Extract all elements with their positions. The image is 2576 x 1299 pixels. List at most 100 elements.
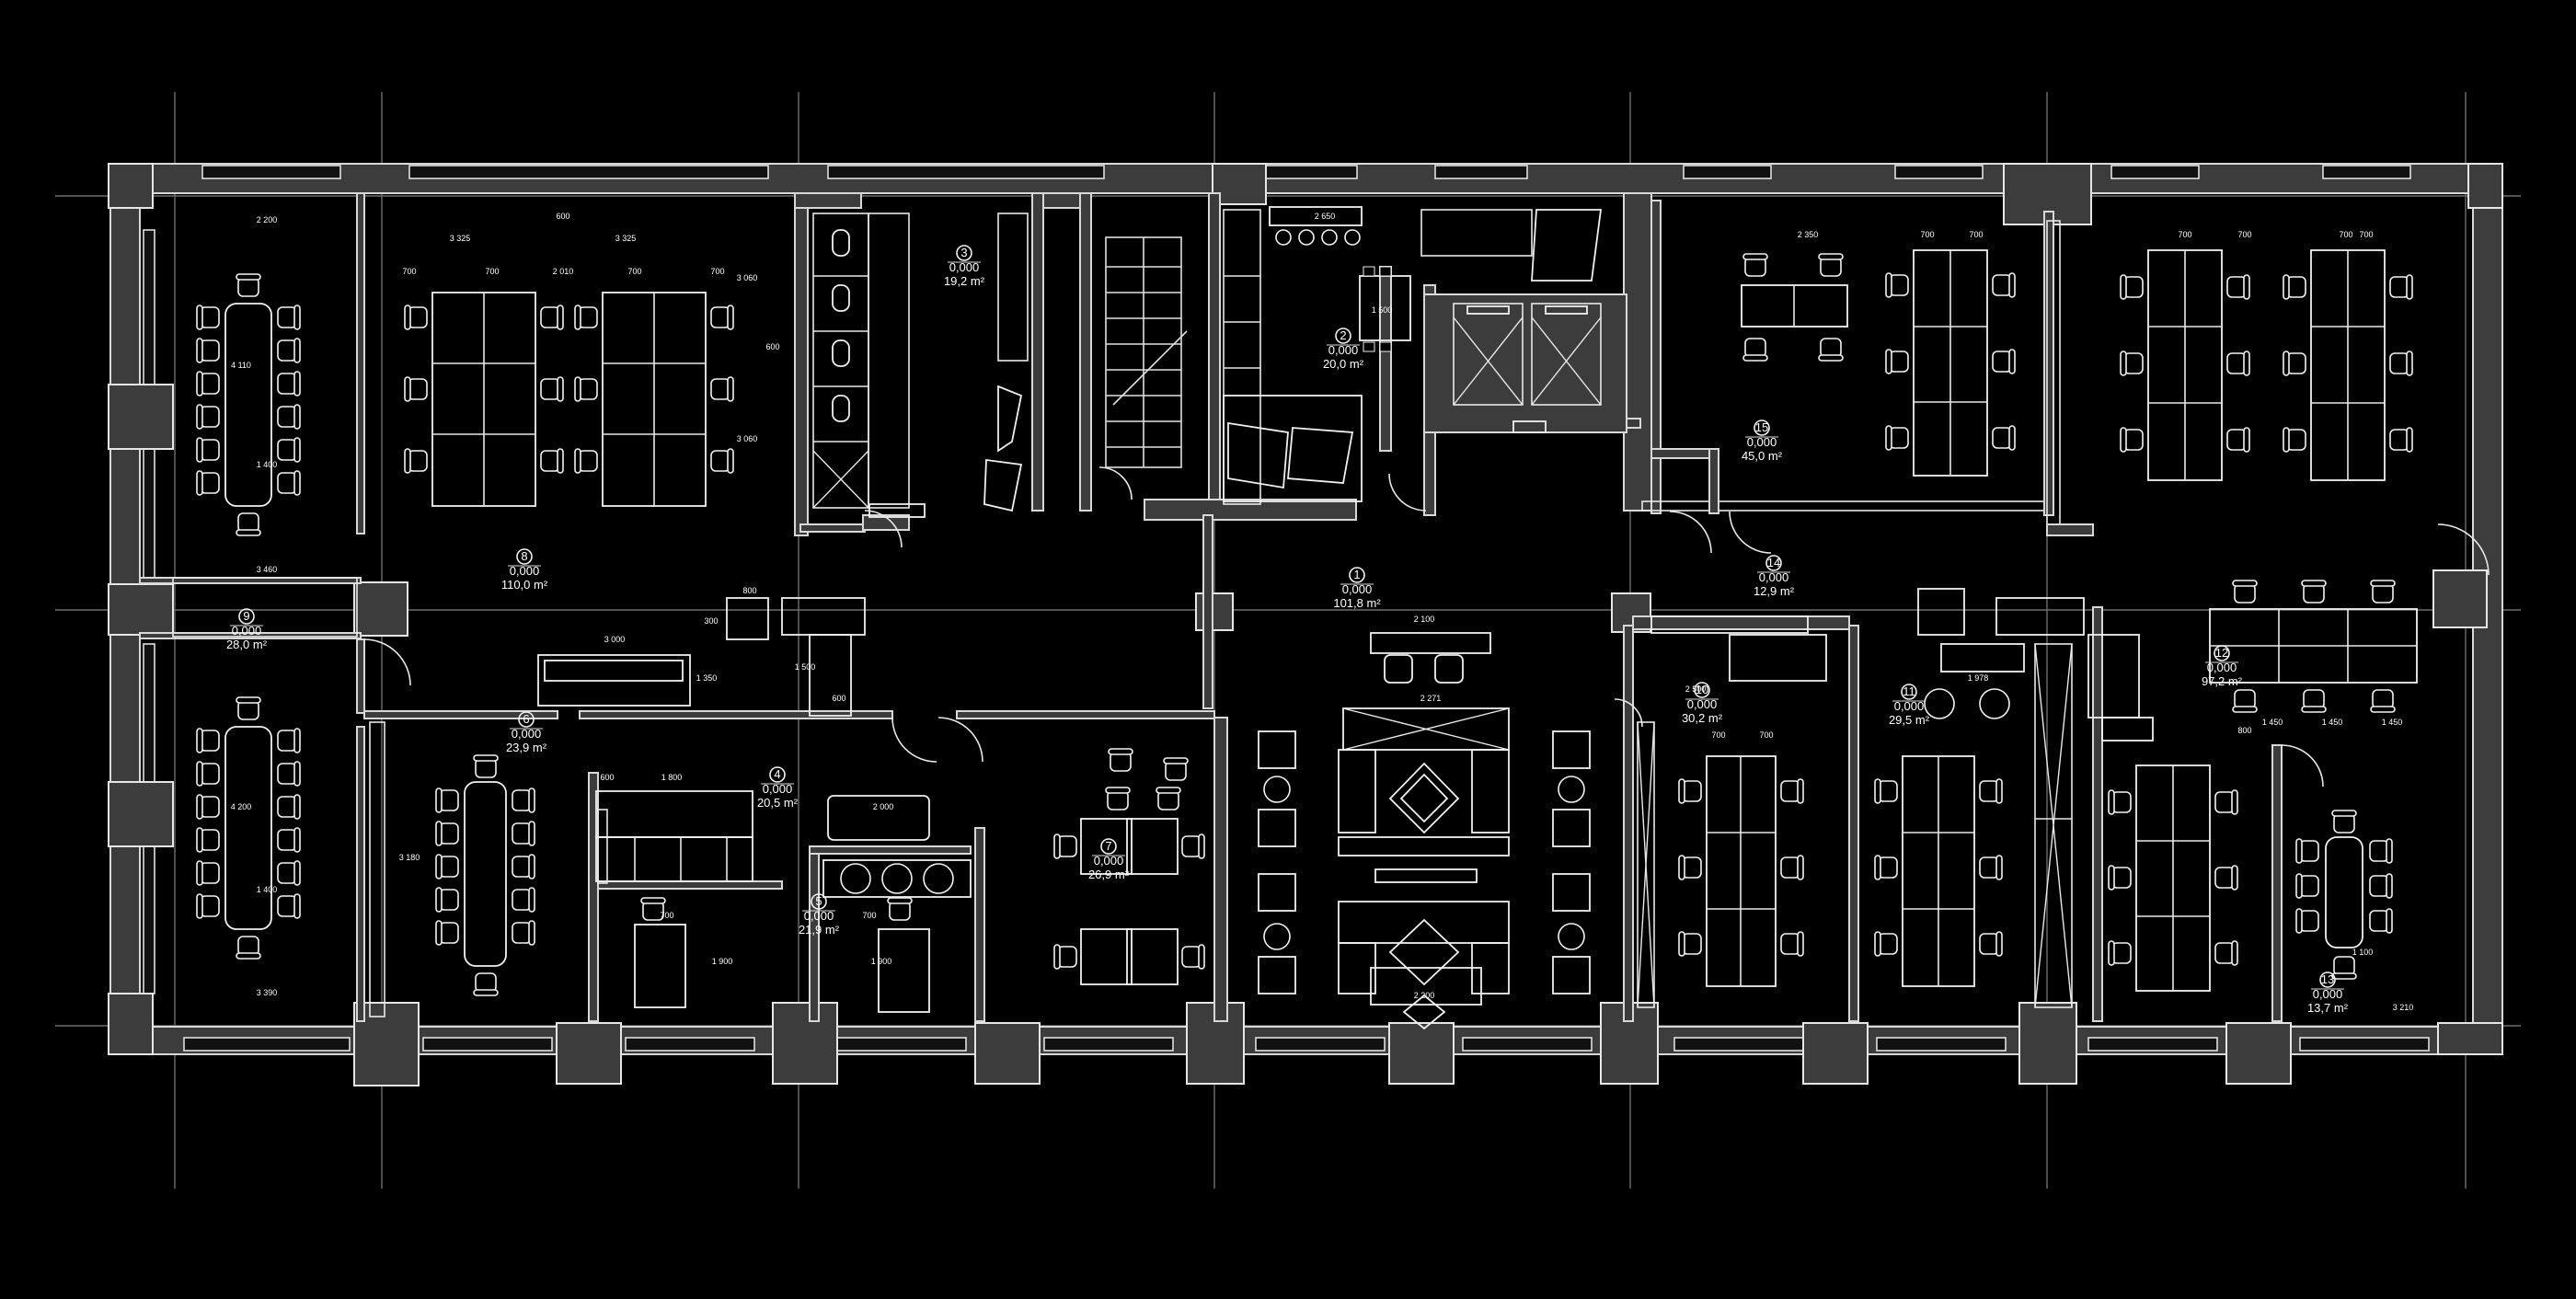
desk-cluster-room8 xyxy=(431,292,707,507)
chair-icon xyxy=(512,787,535,813)
dimension-label: 2 200 xyxy=(257,215,278,224)
dimension-label: 700 xyxy=(710,267,724,276)
room-num: 9 xyxy=(243,609,249,623)
dimension-label: 600 xyxy=(765,342,779,351)
room-level: 0,000 xyxy=(1747,435,1777,449)
room-num: 13 xyxy=(2321,972,2334,986)
room-num: 5 xyxy=(815,894,822,908)
room-num: 1 xyxy=(1353,568,1360,581)
chair-icon xyxy=(2331,956,2357,980)
chair-icon xyxy=(1163,757,1189,781)
chair-icon xyxy=(1992,425,2016,451)
chair-icon xyxy=(2301,580,2327,604)
dimension-label: 700 xyxy=(627,267,641,276)
dimension-label: 1 450 xyxy=(2322,718,2343,727)
chair-icon xyxy=(2389,427,2413,453)
room-level: 0,000 xyxy=(1328,343,1359,357)
meeting-table-room13 xyxy=(2325,836,2363,948)
chair-icon xyxy=(2369,838,2393,864)
dimension-label: 3 060 xyxy=(737,434,758,443)
room-area: 20,0 m² xyxy=(1323,357,1364,371)
dimension-label: 3 325 xyxy=(450,234,471,243)
glass-partition-cross xyxy=(2034,643,2073,1008)
meeting-table-room6 xyxy=(464,781,507,967)
chair-icon xyxy=(277,470,301,496)
dimension-label: 700 xyxy=(2237,230,2251,239)
chair-icon xyxy=(196,893,220,919)
chair-icon xyxy=(1874,778,1898,804)
chair-icon xyxy=(1992,272,2016,298)
chair-icon xyxy=(1156,787,1181,810)
chair-icon xyxy=(236,512,261,536)
chair-icon xyxy=(277,761,301,787)
chair-icon xyxy=(1742,253,1768,277)
chair-icon xyxy=(236,696,261,720)
dimension-label: 700 xyxy=(1920,230,1934,239)
dimension-label: 1 450 xyxy=(2382,718,2403,727)
chair-icon xyxy=(640,897,666,921)
room-level: 0,000 xyxy=(804,909,834,923)
chair-icon xyxy=(404,305,428,330)
dimension-label: 700 xyxy=(402,267,416,276)
chair-icon xyxy=(2389,351,2413,376)
room-level: 0,000 xyxy=(1759,570,1789,584)
chair-icon xyxy=(512,854,535,879)
room-level: 0,000 xyxy=(232,624,262,638)
chair-icon xyxy=(196,794,220,820)
room-area: 20,5 m² xyxy=(757,796,799,810)
chair-icon xyxy=(1053,944,1077,970)
room-level: 0,000 xyxy=(512,727,542,741)
dimension-label: 600 xyxy=(832,694,845,703)
dimension-label: 1 500 xyxy=(795,662,816,672)
chair-icon xyxy=(1979,778,2003,804)
chair-icon xyxy=(1885,425,1909,451)
chair-icon xyxy=(2295,838,2319,864)
dimension-label: 700 xyxy=(485,267,499,276)
misc-furniture xyxy=(369,588,2154,1017)
chair-icon xyxy=(2295,873,2319,899)
chair-icon xyxy=(435,854,459,879)
room-num: 4 xyxy=(774,767,780,781)
room-num: 3 xyxy=(960,246,967,259)
chair-icon xyxy=(1979,931,2003,957)
dimension-label: 1 500 xyxy=(1372,305,1393,315)
dimension-label: 2 271 xyxy=(1420,694,1442,703)
desk-cluster-right-bottom xyxy=(2135,764,2211,992)
chair-icon xyxy=(2226,351,2250,376)
exterior-walls xyxy=(109,163,2503,1055)
chair-icon xyxy=(2369,873,2393,899)
chair-icon xyxy=(2214,865,2238,891)
chair-icon xyxy=(2120,274,2144,300)
chair-icon xyxy=(540,448,564,474)
chair-icon xyxy=(435,787,459,813)
toilet-icon xyxy=(832,229,850,422)
room-area: 30,2 m² xyxy=(1682,711,1723,725)
chair-icon xyxy=(473,754,499,778)
chair-icon xyxy=(196,404,220,430)
dimension-label: 700 xyxy=(2339,230,2352,239)
dimension-label: 700 xyxy=(1759,730,1773,740)
chair-icon xyxy=(277,794,301,820)
chair-icon xyxy=(574,448,598,474)
chair-icon xyxy=(1818,338,1844,362)
desk-cluster-room12 xyxy=(2209,608,2418,684)
room-area: 97,2 m² xyxy=(2202,674,2243,688)
chair-icon xyxy=(512,887,535,913)
dimension-label: 700 xyxy=(2359,230,2373,239)
meeting-table-left-top xyxy=(224,303,272,507)
dimension-label: 700 xyxy=(2178,230,2191,239)
stair-icon xyxy=(1105,236,1188,468)
chair-icon xyxy=(277,893,301,919)
room-area: 13,7 m² xyxy=(2307,1001,2349,1015)
dimension-label: 2 010 xyxy=(553,267,574,276)
room-area: 23,9 m² xyxy=(506,741,547,754)
dimension-label: 4 200 xyxy=(231,802,252,811)
chair-icon xyxy=(435,887,459,913)
room-num: 15 xyxy=(1755,420,1768,434)
